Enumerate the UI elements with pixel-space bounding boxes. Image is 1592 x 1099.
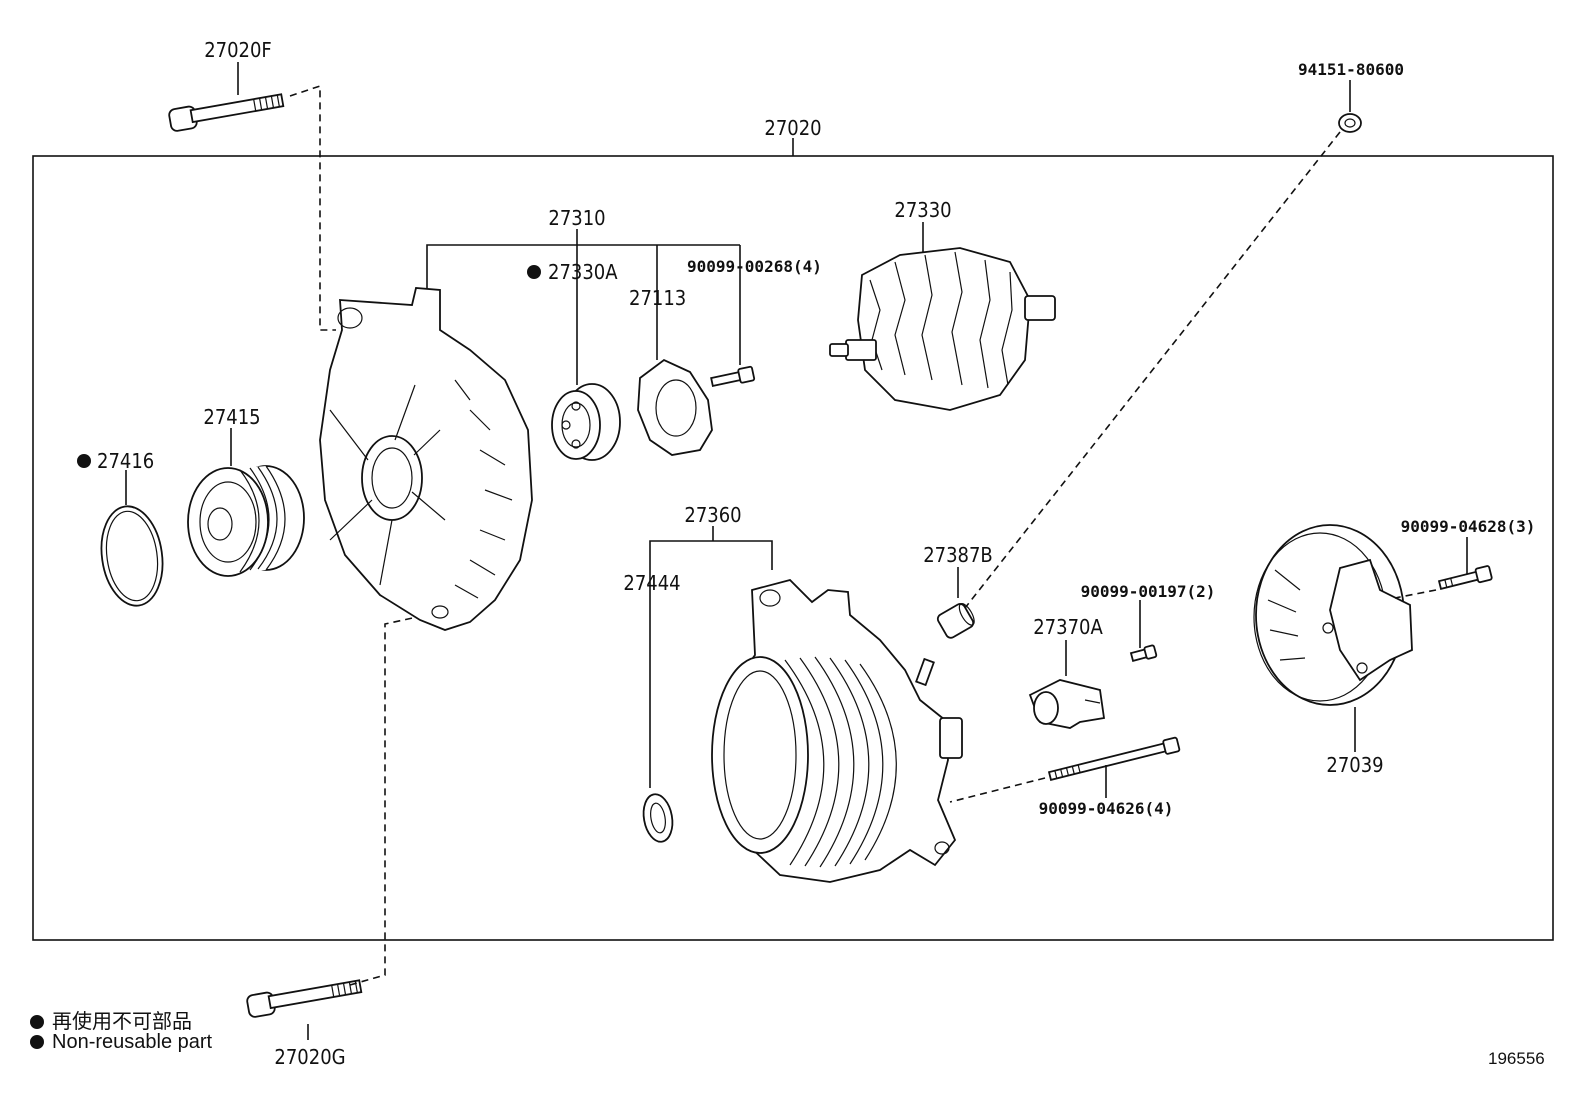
- label-90099-04626[interactable]: 90099-04626(4): [1039, 799, 1174, 818]
- retainer-plate-27113[interactable]: [637, 358, 713, 456]
- label-27370a[interactable]: 27370A: [1033, 615, 1103, 639]
- rectifier-end-frame-27360[interactable]: [711, 578, 963, 883]
- label-assembly[interactable]: 27020: [764, 116, 821, 140]
- label-90099-04628[interactable]: 90099-04628(3): [1401, 517, 1536, 536]
- legend-dot-icon: [30, 1015, 44, 1029]
- label-27416[interactable]: 27416: [97, 449, 154, 473]
- label-90099-00197[interactable]: 90099-00197(2): [1081, 582, 1216, 601]
- bearing-27330a[interactable]: [551, 383, 621, 461]
- ring-27416[interactable]: [95, 470, 168, 610]
- pulley-27415[interactable]: [187, 428, 305, 577]
- legend-nonreusable-english: Non-reusable part: [30, 1031, 212, 1054]
- legend-english-text: Non-reusable part: [52, 1031, 213, 1053]
- label-27360[interactable]: 27360: [684, 503, 741, 527]
- legend-japanese-text: 再使用不可部品: [52, 1011, 192, 1033]
- legend-nonreusable-japanese: 再使用不可部品: [30, 1005, 192, 1034]
- rotor-27330[interactable]: [829, 222, 1056, 411]
- label-27330[interactable]: 27330: [894, 198, 951, 222]
- bolt-90099-04626[interactable]: [1047, 736, 1181, 798]
- screw-90099-00197[interactable]: [1129, 600, 1158, 663]
- bolt-27020f[interactable]: [168, 62, 285, 132]
- bolt-90099-04628[interactable]: [1437, 537, 1493, 592]
- rear-cover-27039[interactable]: [1253, 524, 1413, 752]
- label-27020g[interactable]: 27020G: [274, 1045, 345, 1069]
- cap-27387b[interactable]: [936, 567, 978, 640]
- nut-94151-80600[interactable]: [1338, 80, 1362, 133]
- screw-90099-00268[interactable]: [710, 365, 756, 388]
- brush-holder-27370a[interactable]: [1028, 640, 1106, 729]
- label-27310[interactable]: 27310: [548, 206, 605, 230]
- label-27444[interactable]: 27444: [623, 571, 680, 595]
- label-27020f[interactable]: 27020F: [204, 38, 272, 62]
- label-94151-80600[interactable]: 94151-80600: [1298, 60, 1404, 79]
- washer-27444[interactable]: [640, 792, 676, 844]
- label-90099-00268[interactable]: 90099-00268(4): [687, 257, 822, 276]
- label-27113[interactable]: 27113: [629, 286, 686, 310]
- bolt-27020g[interactable]: [246, 976, 363, 1040]
- label-27039[interactable]: 27039: [1326, 753, 1383, 777]
- label-27330a[interactable]: 27330A: [548, 260, 618, 284]
- legend-dot-icon: [30, 1035, 44, 1049]
- label-27415[interactable]: 27415: [203, 405, 260, 429]
- nonreusable-marker-27330a: [527, 265, 541, 279]
- nonreusable-marker-27416: [77, 454, 91, 468]
- label-27387b[interactable]: 27387B: [923, 543, 993, 567]
- drive-end-frame-27310[interactable]: [319, 287, 533, 631]
- diagram-id: 196556: [1488, 1049, 1545, 1068]
